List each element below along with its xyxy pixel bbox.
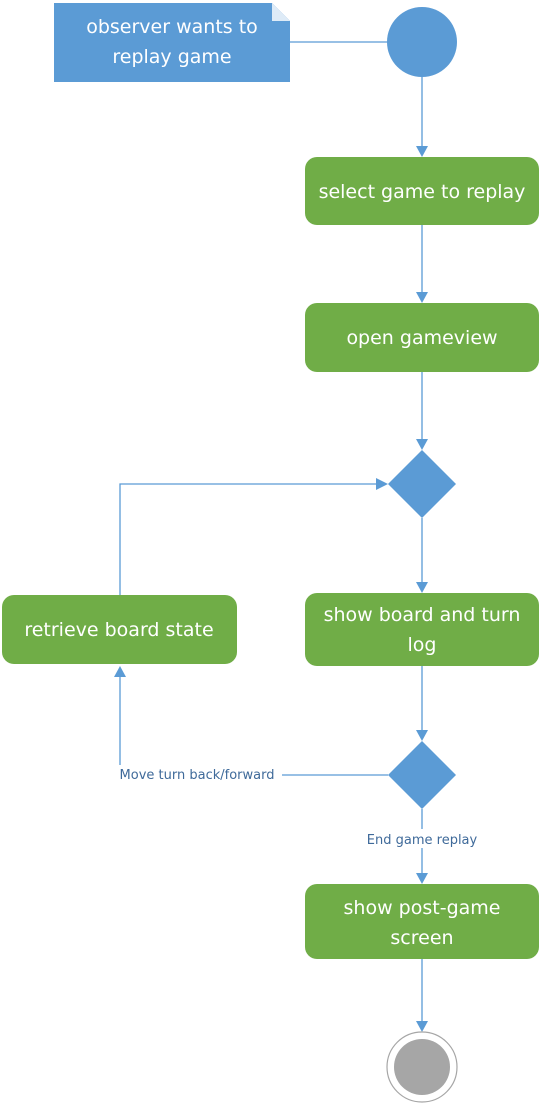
- guard-label-background: [112, 765, 282, 784]
- arrowhead: [416, 439, 428, 450]
- arrowhead: [416, 1021, 428, 1032]
- action-label-line-1: show board and turn: [324, 604, 521, 626]
- arrowhead: [376, 478, 388, 490]
- initial-node: [387, 7, 457, 77]
- action-label-line-2: screen: [390, 927, 453, 949]
- action-open-gameview: open gameview: [305, 303, 539, 372]
- flow-decision-to-retrieve: [119, 676, 388, 776]
- action-label: select game to replay: [319, 181, 526, 203]
- guard-label-background: [362, 829, 482, 848]
- action-label: open gameview: [346, 327, 497, 349]
- action-label-line-2: log: [408, 634, 437, 656]
- note-line-2: replay game: [112, 46, 231, 68]
- decision-node: [388, 741, 456, 809]
- note-observer-wants-to-replay: observer wants to replay game: [54, 3, 290, 82]
- arrowhead: [416, 146, 428, 157]
- guard-move-turn-back-forward: Move turn back/forward: [120, 768, 275, 783]
- action-label: retrieve board state: [24, 619, 213, 641]
- final-node: [386, 1031, 458, 1103]
- arrowhead: [114, 666, 126, 677]
- arrowhead: [416, 873, 428, 884]
- flow-retrieve-to-merge: [119, 483, 376, 595]
- arrowhead: [416, 292, 428, 303]
- guard-end-game-replay: End game replay: [367, 833, 478, 848]
- action-retrieve-board-state: retrieve board state: [2, 595, 237, 664]
- action-select-game-to-replay: select game to replay: [305, 157, 539, 225]
- action-label-line-1: show post-game: [344, 897, 501, 919]
- note-line-1: observer wants to: [86, 16, 258, 38]
- action-show-post-game-screen: show post-game screen: [305, 884, 539, 959]
- action-show-board-and-turn-log: show board and turn log: [305, 593, 539, 666]
- merge-node: [388, 450, 456, 518]
- arrowhead: [416, 582, 428, 593]
- arrowhead: [416, 730, 428, 741]
